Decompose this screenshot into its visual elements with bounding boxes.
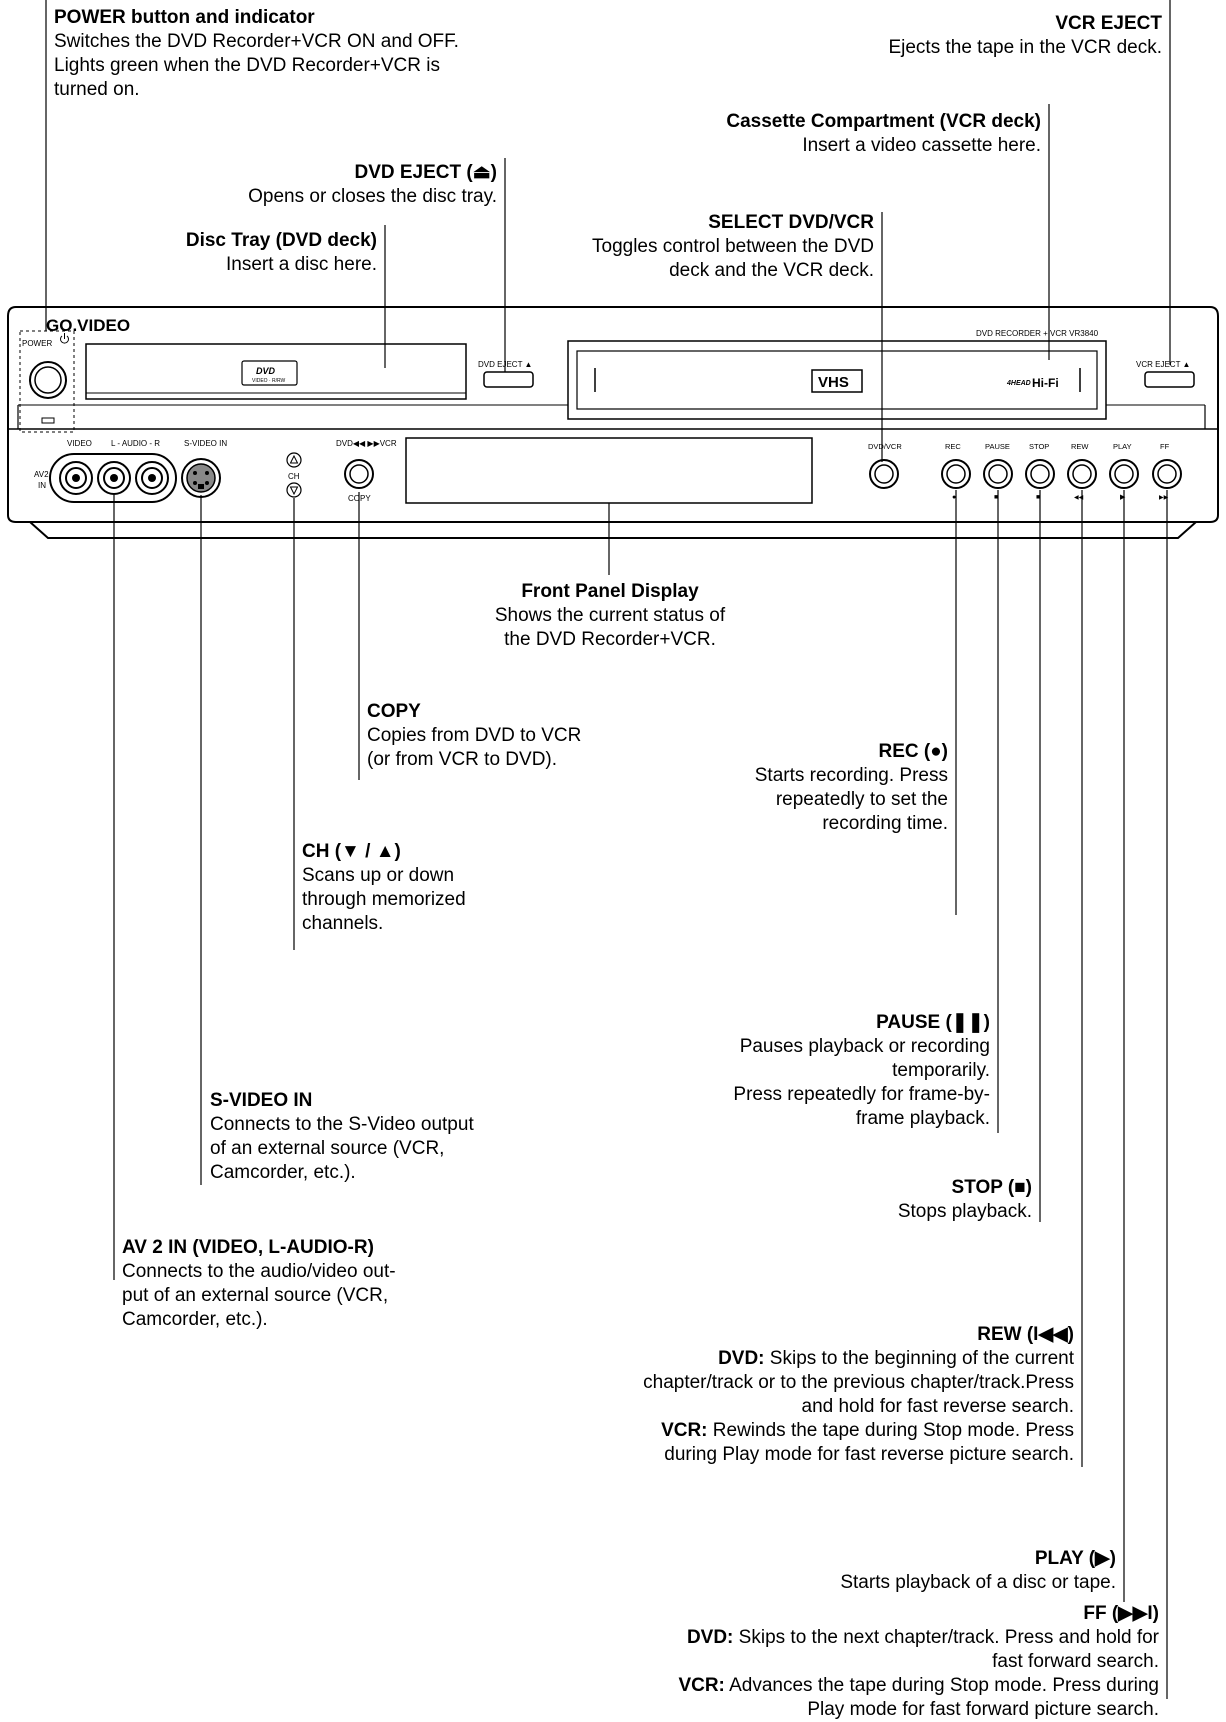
rew-button[interactable] xyxy=(1067,459,1097,489)
svg-text:●: ● xyxy=(952,494,956,501)
audio-left-jack[interactable] xyxy=(97,461,131,495)
power-indicator xyxy=(41,417,55,424)
rec-button[interactable] xyxy=(941,459,971,489)
svg-text:COPY: COPY xyxy=(348,494,371,503)
svg-text:S-VIDEO IN: S-VIDEO IN xyxy=(184,439,227,448)
vhs-logo xyxy=(811,369,863,393)
svg-text:▶: ▶ xyxy=(1120,494,1126,501)
svg-text:REC: REC xyxy=(945,442,961,451)
front-panel-display xyxy=(405,437,813,504)
callout-dvd-eject: DVD EJECT (⏏) Opens or closes the disc t… xyxy=(100,161,497,209)
svg-text:DVD/VCR: DVD/VCR xyxy=(868,442,902,451)
callout-vcr-eject-title: VCR EJECT xyxy=(1055,13,1162,34)
callout-dvd-eject-title: DVD EJECT (⏏) xyxy=(354,162,497,183)
channel-up-button[interactable] xyxy=(286,452,302,468)
pause-button[interactable] xyxy=(983,459,1013,489)
callout-svideo-title: S-VIDEO IN xyxy=(210,1090,313,1111)
audio-right-jack[interactable] xyxy=(135,461,169,495)
dvd-logo xyxy=(241,360,298,386)
callout-pause-title: PAUSE (❚❚) xyxy=(876,1012,990,1033)
callout-power: POWER button and indicator Switches the … xyxy=(54,6,614,102)
svg-text:FF: FF xyxy=(1160,442,1170,451)
callout-power-title: POWER button and indicator xyxy=(54,7,315,28)
ff-button[interactable] xyxy=(1152,459,1182,489)
callout-cassette-title: Cassette Compartment (VCR deck) xyxy=(726,111,1041,132)
callout-vcr-eject: VCR EJECT Ejects the tape in the VCR dec… xyxy=(700,12,1162,60)
callout-ff-title: FF (▶▶I) xyxy=(1083,1603,1159,1624)
power-panel-label: POWER xyxy=(22,339,52,348)
svg-text:■: ■ xyxy=(1036,494,1040,501)
svg-text:IN: IN xyxy=(38,481,46,490)
video-jack[interactable] xyxy=(59,461,93,495)
svg-text:STOP: STOP xyxy=(1029,442,1049,451)
callout-disc-tray: Disc Tray (DVD deck) Insert a disc here. xyxy=(80,229,377,277)
callout-ch: CH (▼ / ▲) Scans up or down through memo… xyxy=(302,840,562,936)
dvd-vcr-front-panel: POWER GO.VIDEO DVD RECORDER + VCR VR3840… xyxy=(7,306,1219,539)
svg-text:CH: CH xyxy=(288,472,300,481)
svg-text:PAUSE: PAUSE xyxy=(985,442,1010,451)
brand-logo: GO.VIDEO xyxy=(46,316,130,335)
callout-disc-tray-title: Disc Tray (DVD deck) xyxy=(185,230,377,251)
callout-play: PLAY (▶) Starts playback of a disc or ta… xyxy=(700,1547,1116,1595)
svideo-jack[interactable] xyxy=(181,458,221,498)
callout-rew-title: REW (I◀◀) xyxy=(977,1324,1074,1345)
channel-down-button[interactable] xyxy=(286,482,302,498)
callout-select-dvd-vcr: SELECT DVD/VCR Toggles control between t… xyxy=(470,211,874,283)
select-dvd-vcr-button[interactable] xyxy=(869,459,899,489)
svg-text:■: ■ xyxy=(994,494,998,501)
svg-text:REW: REW xyxy=(1071,442,1089,451)
callout-play-title: PLAY (▶) xyxy=(1034,1548,1116,1569)
callout-cassette: Cassette Compartment (VCR deck) Insert a… xyxy=(540,110,1041,158)
callout-ch-title: CH (▼ / ▲) xyxy=(302,841,401,862)
callout-select-title: SELECT DVD/VCR xyxy=(708,212,874,233)
svg-text:▶▶: ▶▶ xyxy=(1159,495,1169,501)
svg-text:◀◀: ◀◀ xyxy=(1074,495,1084,501)
callout-front-panel-display: Front Panel Display Shows the current st… xyxy=(430,580,790,652)
4head-logo: 4HEAD xyxy=(1006,380,1031,387)
callout-copy: COPY Copies from DVD to VCR (or from VCR… xyxy=(367,700,667,772)
callout-rec-title: REC (●) xyxy=(878,741,948,762)
svg-text:DVD◀◀ ▶▶VCR: DVD◀◀ ▶▶VCR xyxy=(336,439,397,448)
callout-display-title: Front Panel Display xyxy=(521,581,699,602)
callout-stop-title: STOP (■) xyxy=(951,1177,1032,1198)
callout-rec: REC (●) Starts recording. Press repeated… xyxy=(620,740,948,836)
svg-text:VIDEO: VIDEO xyxy=(67,439,92,448)
callout-rew: REW (I◀◀) DVD: Skips to the beginning of… xyxy=(500,1323,1074,1467)
svg-text:AV2: AV2 xyxy=(34,470,49,479)
dvd-eject-button[interactable] xyxy=(483,371,534,388)
svg-text:PLAY: PLAY xyxy=(1113,442,1132,451)
callout-ff: FF (▶▶I) DVD: Skips to the next chapter/… xyxy=(500,1602,1159,1722)
callout-av2-in: AV 2 IN (VIDEO, L-AUDIO-R) Connects to t… xyxy=(122,1236,542,1332)
power-icon xyxy=(60,333,69,344)
callout-av2-title: AV 2 IN (VIDEO, L-AUDIO-R) xyxy=(122,1237,374,1258)
svg-text:VIDEO · R/RW: VIDEO · R/RW xyxy=(252,378,286,384)
copy-button[interactable] xyxy=(344,459,374,489)
vcr-eject-panel-label: VCR EJECT ▲ xyxy=(1136,360,1190,369)
stop-button[interactable] xyxy=(1025,459,1055,489)
vcr-eject-button[interactable] xyxy=(1144,371,1195,388)
svg-text:VHS: VHS xyxy=(818,374,849,391)
model-label: DVD RECORDER + VCR VR3840 xyxy=(976,329,1099,338)
svg-text:DVD: DVD xyxy=(256,366,276,376)
svg-text:L - AUDIO - R: L - AUDIO - R xyxy=(111,439,160,448)
hifi-logo: Hi-Fi xyxy=(1032,376,1059,390)
callout-pause: PAUSE (❚❚) Pauses playback or recording … xyxy=(600,1011,990,1131)
callout-svideo-in: S-VIDEO IN Connects to the S-Video outpu… xyxy=(210,1089,570,1185)
callout-copy-title: COPY xyxy=(367,701,421,722)
play-button[interactable] xyxy=(1109,459,1139,489)
callout-stop: STOP (■) Stops playback. xyxy=(700,1176,1032,1224)
